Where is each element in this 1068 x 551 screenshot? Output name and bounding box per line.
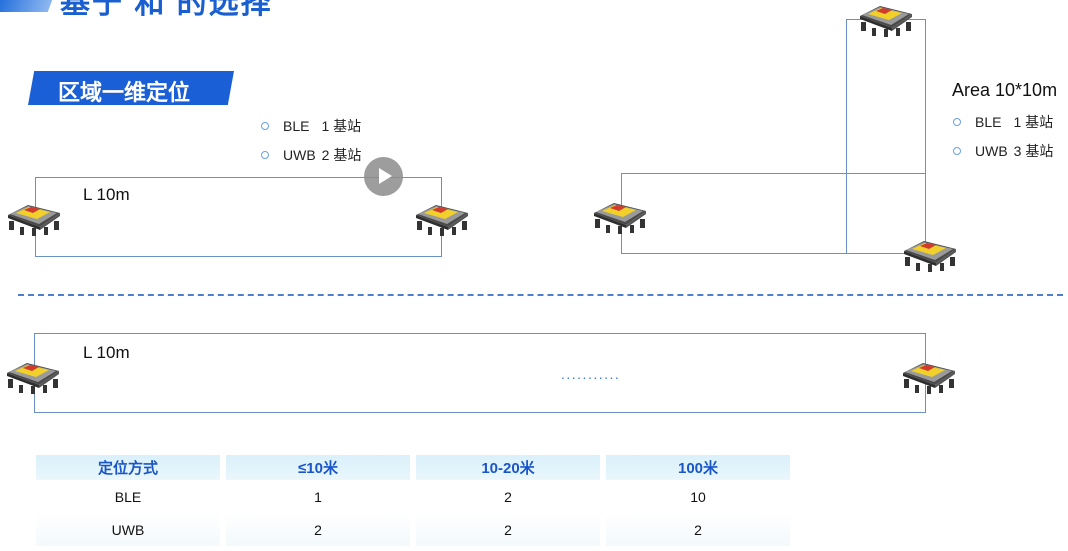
header-accent-bar bbox=[0, 0, 53, 12]
line-1-length-label: L 10m bbox=[83, 185, 130, 204]
list-item: BLE 1 基站 bbox=[953, 107, 1053, 136]
play-icon[interactable] bbox=[364, 157, 403, 196]
table-header-cell: 10-20米 bbox=[416, 455, 600, 480]
bullet-icon bbox=[261, 121, 269, 130]
table-cell: BLE bbox=[114, 488, 142, 505]
table-cell: 2 bbox=[416, 513, 600, 546]
table-cell: 2 bbox=[606, 513, 790, 546]
list-item-tech: UWB bbox=[283, 146, 316, 163]
area-horizontal-zone bbox=[621, 173, 926, 254]
section-tag: 区域一维定位 bbox=[28, 71, 234, 105]
bullet-icon bbox=[953, 146, 961, 155]
list-item: UWB 2 基站 bbox=[261, 140, 361, 169]
table-row: UWB 2 2 2 bbox=[36, 513, 796, 546]
table-cell: 10 bbox=[690, 488, 706, 505]
bullet-icon bbox=[953, 117, 961, 126]
base-station-device-icon bbox=[414, 197, 470, 237]
line-zone-2 bbox=[34, 333, 926, 413]
table-header-cell: 100米 bbox=[606, 455, 790, 480]
area-title: Area 10*10m bbox=[952, 80, 1058, 100]
table-cell: 1 bbox=[314, 488, 322, 505]
line-2-length-label: L 10m bbox=[83, 343, 130, 362]
table-header-cell: 定位方式 bbox=[36, 455, 220, 480]
table-row: BLE 1 2 10 bbox=[36, 480, 796, 513]
list-item-count: 1 基站 bbox=[1013, 113, 1054, 130]
list-item-tech: UWB bbox=[975, 142, 1008, 159]
base-station-device-icon bbox=[901, 355, 957, 395]
table-header-row: 定位方式 ≤10米 10-20米 100米 bbox=[36, 455, 796, 480]
list-item: BLE 1 基站 bbox=[261, 111, 361, 140]
section-tag-label: 区域一维定位 bbox=[58, 80, 191, 105]
table-cell: 2 bbox=[504, 488, 512, 505]
base-station-device-icon bbox=[5, 355, 61, 395]
base-station-device-icon bbox=[902, 233, 958, 273]
table-header-cell: ≤10米 bbox=[226, 455, 410, 480]
base-station-device-icon bbox=[858, 0, 914, 38]
table-cell: 2 bbox=[226, 513, 410, 546]
bullet-icon bbox=[261, 150, 269, 159]
comparison-table: 定位方式 ≤10米 10-20米 100米 BLE 1 2 10 UWB 2 2… bbox=[36, 455, 796, 546]
section-divider bbox=[18, 294, 1063, 296]
list-item-count: 1 基站 bbox=[321, 117, 362, 134]
base-station-device-icon bbox=[6, 197, 62, 237]
slide-title: 基于 和 的选择 bbox=[60, 0, 273, 20]
list-item-count: 2 基站 bbox=[321, 146, 362, 163]
base-station-device-icon bbox=[592, 195, 648, 235]
list-item: UWB 3 基站 bbox=[953, 136, 1053, 165]
ellipsis-indicator: ........... bbox=[561, 366, 621, 382]
area-station-list: BLE 1 基站 UWB 3 基站 bbox=[953, 107, 1053, 165]
list-item-tech: BLE bbox=[283, 117, 310, 134]
line-station-list: BLE 1 基站 UWB 2 基站 bbox=[261, 111, 361, 169]
list-item-tech: BLE bbox=[975, 113, 1002, 130]
section-tag-background bbox=[28, 71, 234, 105]
table-cell: UWB bbox=[36, 513, 220, 546]
list-item-count: 3 基站 bbox=[1013, 142, 1054, 159]
